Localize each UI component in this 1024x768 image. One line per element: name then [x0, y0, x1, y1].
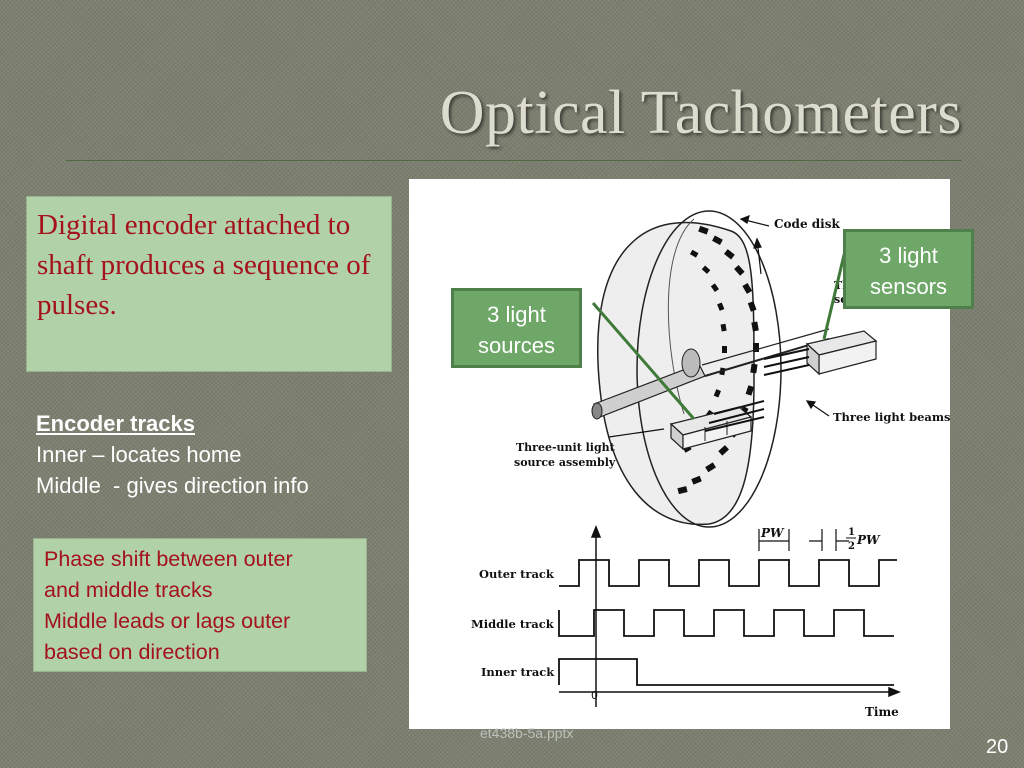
disk-inner-edge	[667, 218, 695, 415]
phase-line-1: Phase shift between outer	[44, 547, 293, 571]
inner-track-waveform	[558, 658, 894, 686]
title-divider	[66, 160, 962, 161]
pw-annotation	[758, 529, 849, 551]
three-light-beams-label: Three light beams	[833, 410, 950, 424]
encoder-tracks-heading: Encoder tracks	[36, 411, 195, 436]
light-sensors-line-2: sensors	[869, 274, 948, 299]
inner-track-line: Inner – locates home	[36, 442, 242, 467]
half-denominator: 2	[848, 541, 855, 552]
disk-rim	[636, 210, 782, 528]
pw-label: PW	[760, 526, 785, 540]
zero-label: 0	[591, 689, 598, 702]
source-assembly-label-2: source assembly	[514, 456, 616, 469]
outer-track-label: Outer track	[479, 567, 555, 581]
sources-connector	[591, 302, 696, 420]
phase-line-4: based on direction	[44, 640, 220, 664]
encoder-description-box: Digital encoder attached to shaft produc…	[26, 196, 392, 372]
phase-shift-box: Phase shift between outer and middle tra…	[33, 538, 367, 672]
middle-track-label: Middle track	[471, 617, 555, 631]
slide-title: Optical Tachometers	[439, 79, 962, 147]
footer-filename: et438b-5a.pptx	[480, 725, 574, 741]
light-sensor-assembly	[763, 330, 878, 376]
light-sensors-callout: 3 light sensors	[843, 229, 974, 309]
light-sources-line-1: 3 light	[487, 302, 546, 327]
encoder-tracks-list: Encoder tracks Inner – locates home Midd…	[36, 408, 309, 501]
light-sources-line-2: sources	[477, 333, 556, 358]
light-sensors-line-1: 3 light	[879, 243, 938, 268]
light-sources-callout: 3 light sources	[451, 288, 582, 368]
middle-track-line: Middle - gives direction info	[36, 473, 309, 498]
light-source-assembly	[669, 400, 765, 451]
phase-line-3: Middle leads or lags outer	[44, 609, 291, 633]
encoder-diagram: Code disk Three light beams Three-unit l…	[471, 210, 950, 719]
time-axes	[559, 524, 902, 707]
time-label: Time	[865, 705, 899, 719]
inner-track-label: Inner track	[481, 665, 555, 679]
page-number: 20	[986, 736, 1009, 758]
half-pw-label: PW	[856, 533, 881, 547]
outer-track-waveform	[559, 559, 897, 587]
leader-lines	[608, 215, 830, 438]
phase-line-2: and middle tracks	[44, 578, 213, 602]
source-assembly-label-1: Three-unit light	[516, 441, 616, 454]
code-disk-label: Code disk	[774, 217, 840, 231]
middle-track-waveform	[558, 609, 894, 637]
half-numerator: 1	[848, 527, 855, 538]
